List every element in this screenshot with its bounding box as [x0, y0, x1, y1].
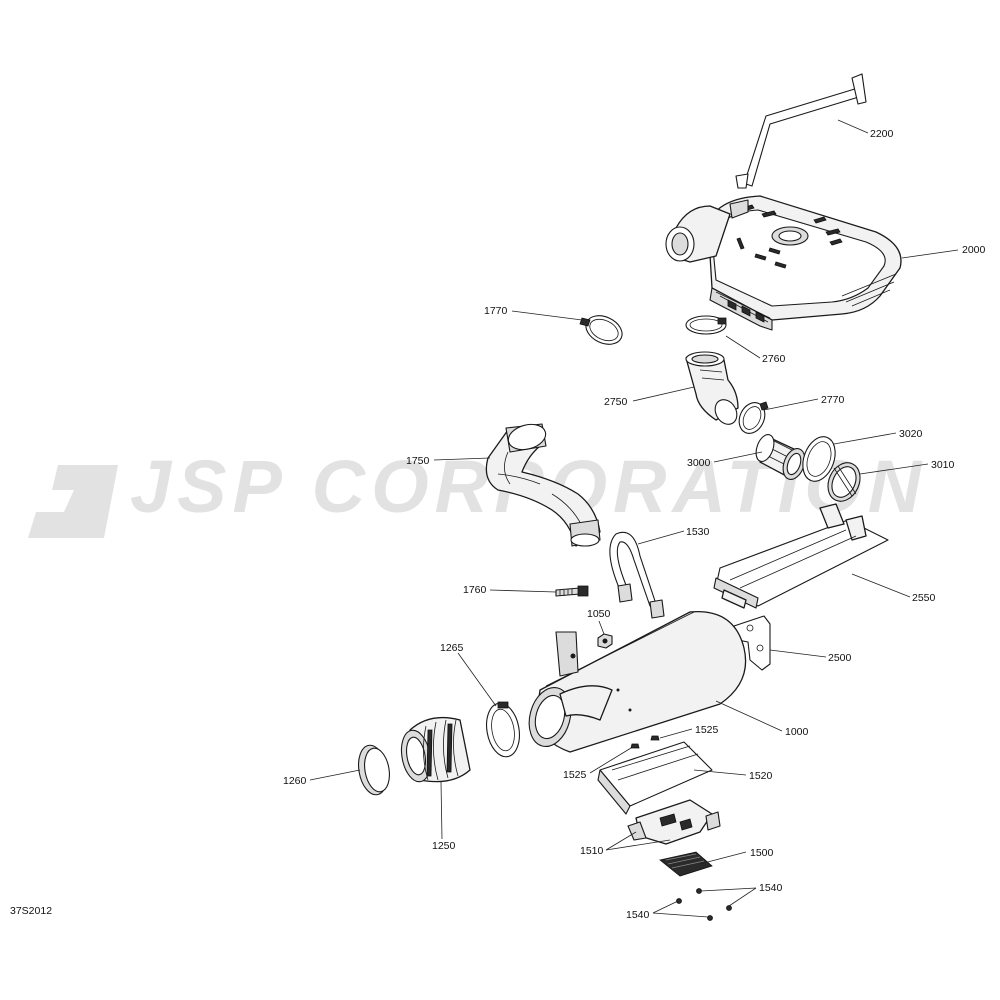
label-3010: 3010	[931, 459, 955, 471]
part-labels: 2200 2000 1770 2760 2750 2770 3020 3000 …	[283, 128, 986, 921]
part-1525-screws	[630, 735, 660, 749]
label-2750: 2750	[604, 396, 628, 408]
label-2000: 2000	[962, 244, 986, 256]
label-2500: 2500	[828, 652, 852, 664]
part-1750-tube	[485, 423, 601, 547]
label-1500: 1500	[750, 847, 774, 859]
part-1760-bolt	[555, 585, 589, 597]
watermark-logo-icon	[28, 465, 118, 538]
part-2200-strap	[735, 73, 867, 189]
label-2200: 2200	[870, 128, 894, 140]
part-1500-pad	[659, 851, 713, 877]
label-1525-left: 1525	[563, 769, 587, 781]
label-3020: 3020	[899, 428, 923, 440]
part-2550-plate	[713, 503, 889, 609]
label-1540-right: 1540	[759, 882, 783, 894]
label-1540-left: 1540	[626, 909, 650, 921]
part-1050-nut	[597, 633, 613, 649]
part-1260-cap	[357, 744, 390, 796]
label-1050: 1050	[587, 608, 611, 620]
label-1770: 1770	[484, 305, 508, 317]
leader-lines	[309, 119, 959, 918]
label-1520: 1520	[749, 770, 773, 782]
label-1760: 1760	[463, 584, 487, 596]
label-1510: 1510	[580, 845, 604, 857]
label-1250: 1250	[432, 840, 456, 852]
part-2760-clamp	[685, 315, 727, 335]
label-1265: 1265	[440, 642, 464, 654]
label-2550: 2550	[912, 592, 936, 604]
part-1000-muffler	[528, 611, 747, 753]
part-2770-clamp	[738, 401, 769, 434]
part-3020-ring	[802, 436, 836, 482]
label-1000: 1000	[785, 726, 809, 738]
part-3010-ring	[827, 462, 861, 502]
label-3000: 3000	[687, 457, 711, 469]
part-1520-shield	[597, 741, 713, 815]
diagram-code: 37S2012	[10, 905, 52, 917]
part-1510-brackets	[627, 799, 721, 845]
label-1525-top: 1525	[695, 724, 719, 736]
label-2760: 2760	[762, 353, 786, 365]
part-3000-adapter	[755, 434, 806, 480]
part-1250-bellows	[400, 716, 471, 783]
part-2000-airbox	[665, 195, 902, 331]
label-1530: 1530	[686, 526, 710, 538]
label-1260: 1260	[283, 775, 307, 787]
part-1770-clamp	[579, 315, 623, 345]
part-2750-elbow	[685, 351, 739, 425]
label-1750: 1750	[406, 455, 430, 467]
label-2770: 2770	[821, 394, 845, 406]
part-1265-clamp	[486, 701, 520, 758]
part-1530-strap	[609, 531, 665, 619]
